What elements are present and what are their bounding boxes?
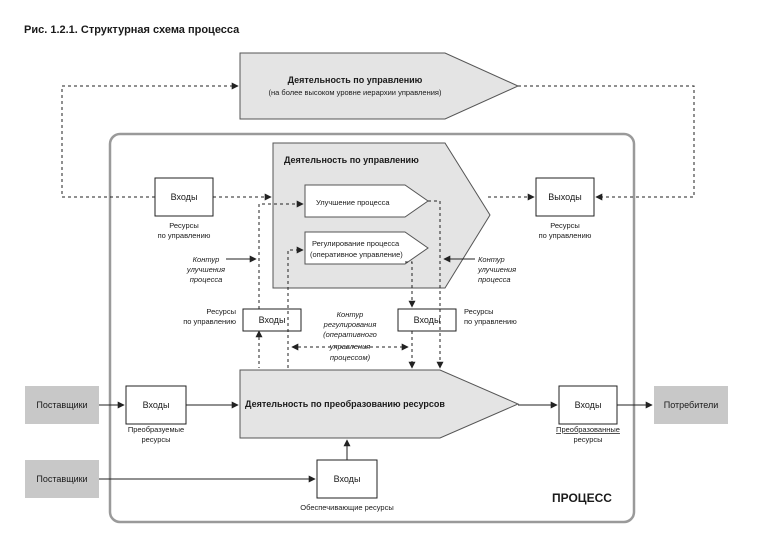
contour-improve-left-2: улучшения bbox=[186, 265, 225, 274]
mgmt-res-mid-left-1: Ресурсы bbox=[206, 307, 236, 316]
supplier-box-1-label: Поставщики bbox=[36, 400, 87, 410]
inputs-box-right-mid bbox=[397, 308, 457, 332]
transformed-res-1: Преобразуемые bbox=[128, 425, 184, 434]
supporting-res: Обеспечивающие ресурсы bbox=[300, 503, 393, 512]
mgmt-res-left-2: по управлению bbox=[158, 231, 211, 240]
contour-reg-2: регулирования bbox=[323, 320, 377, 329]
dashed-regulate-left bbox=[287, 246, 304, 368]
inner-management-title: Деятельность по управлению bbox=[284, 155, 419, 165]
mgmt-res-right-1: Ресурсы bbox=[550, 221, 580, 230]
outputs-box-management-label: Выходы bbox=[548, 192, 581, 202]
inputs-box-left-mid-label: Входы bbox=[259, 315, 286, 325]
contour-reg-1: Контур bbox=[337, 310, 364, 319]
top-management-block bbox=[239, 52, 520, 120]
outputs-box-result bbox=[558, 385, 618, 425]
outputs-box-management bbox=[535, 177, 595, 217]
dashed-improve-left bbox=[258, 200, 304, 309]
dashed-improve-right bbox=[428, 200, 444, 369]
transformed-res-2: ресурсы bbox=[141, 435, 170, 444]
inputs-box-supporting-label: Входы bbox=[334, 474, 361, 484]
supplier-box-2 bbox=[25, 460, 99, 498]
result-res-1: Преобразованные bbox=[556, 425, 620, 434]
mgmt-res-mid-right-1: Ресурсы bbox=[464, 307, 494, 316]
supplier-box-2-label: Поставщики bbox=[36, 474, 87, 484]
process-frame bbox=[108, 132, 636, 524]
figure-caption: Рис. 1.2.1. Структурная схема процесса bbox=[24, 24, 240, 36]
mgmt-res-mid-right-2: по управлению bbox=[464, 317, 517, 326]
consumer-box bbox=[654, 386, 728, 424]
contour-improve-left-1: Контур bbox=[193, 255, 220, 264]
top-management-subtitle: (на более высоком уровне иерархии управл… bbox=[269, 88, 442, 97]
consumer-box-label: Потребители bbox=[664, 400, 719, 410]
regulation-label-1: Регулирование процесса bbox=[312, 239, 400, 248]
outputs-box-result-label: Входы bbox=[575, 400, 602, 410]
transformation-block bbox=[239, 369, 520, 439]
mgmt-res-mid-left-2: по управлению bbox=[183, 317, 236, 326]
contour-improve-right-2: улучшения bbox=[477, 265, 516, 274]
transformation-title: Деятельность по преобразованию ресурсов bbox=[245, 399, 445, 409]
regulation-label-2: (оперативное управление) bbox=[310, 250, 403, 259]
dashed-regulate-right bbox=[405, 261, 416, 308]
supplier-box-1 bbox=[25, 386, 99, 424]
inputs-box-management-label: Входы bbox=[171, 192, 198, 202]
mgmt-res-right-2: по управлению bbox=[539, 231, 592, 240]
dashed-loop-top-right bbox=[518, 85, 695, 201]
result-res-2: ресурсы bbox=[573, 435, 602, 444]
contour-improve-right-1: Контур bbox=[478, 255, 505, 264]
mgmt-res-left-1: Ресурсы bbox=[169, 221, 199, 230]
regulation-block bbox=[304, 231, 429, 265]
contour-improve-right-3: процесса bbox=[478, 275, 511, 284]
improvement-label: Улучшение процесса bbox=[316, 198, 390, 207]
process-label: ПРОЦЕСС bbox=[552, 491, 612, 505]
inputs-box-transformed-label: Входы bbox=[143, 400, 170, 410]
contour-reg-5: процессом) bbox=[330, 353, 371, 362]
inputs-box-right-mid-label: Входы bbox=[414, 315, 441, 325]
contour-reg-3: (оперативного bbox=[323, 330, 377, 339]
top-management-title: Деятельность по управлению bbox=[288, 75, 423, 85]
improvement-block bbox=[304, 184, 429, 218]
contour-improve-left-3: процесса bbox=[190, 275, 223, 284]
inputs-box-transformed bbox=[125, 385, 187, 425]
inputs-box-left-mid bbox=[242, 308, 302, 332]
